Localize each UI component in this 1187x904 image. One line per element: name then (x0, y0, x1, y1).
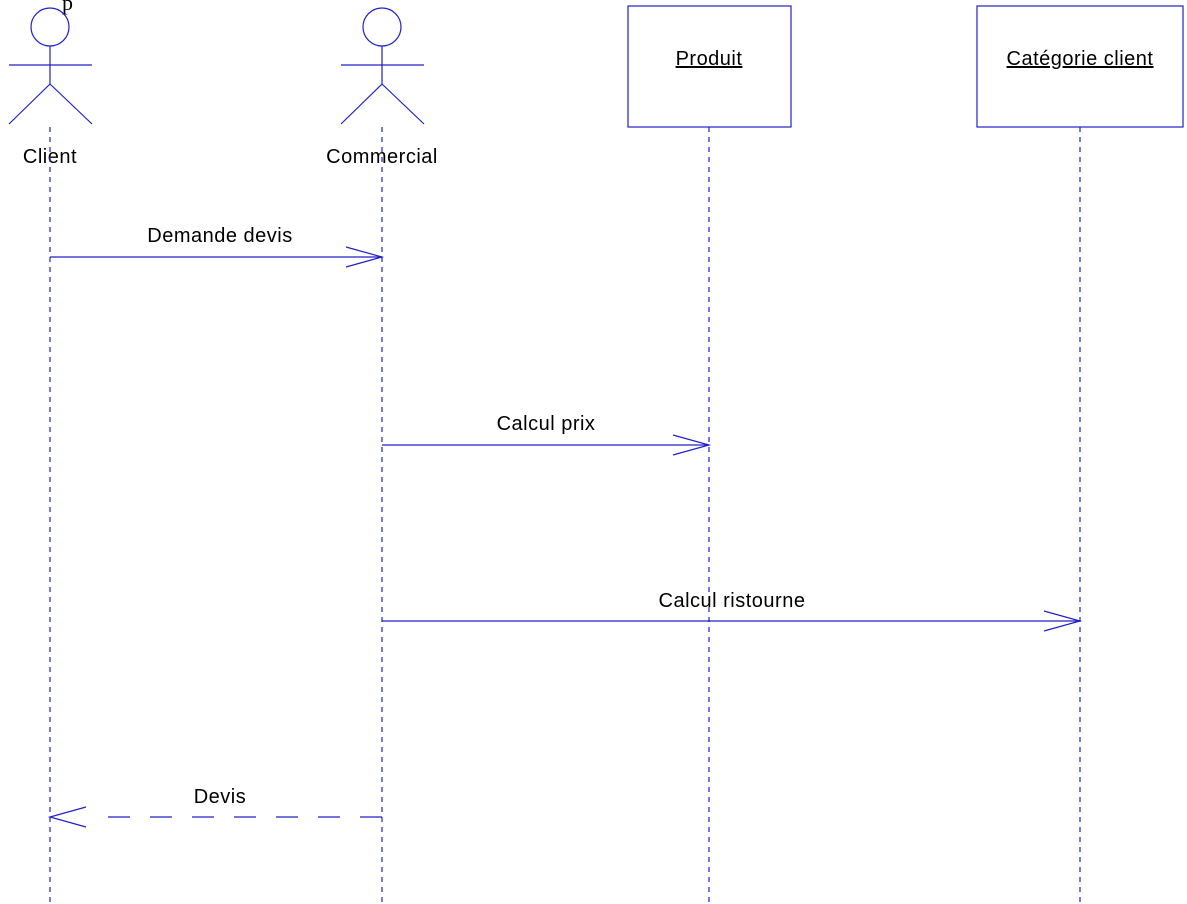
actor-head-icon (30, 7, 70, 47)
arrowhead-open-icon (345, 246, 385, 268)
object-box-categorie-client (976, 5, 1184, 128)
message-label: Demande devis (147, 225, 292, 247)
actor-right-leg (381, 83, 425, 125)
actor-client: Client (8, 7, 93, 168)
message-label: Calcul ristourne (659, 590, 806, 612)
arrowhead-open-icon (672, 434, 712, 456)
message-label: Devis (194, 786, 247, 808)
clipped-text-fragment: p (62, 0, 74, 15)
actor-right-leg (49, 83, 93, 125)
object-label-produit: Produit (676, 48, 743, 70)
actor-left-leg (8, 83, 51, 125)
object-categorie-client: Catégorie client (976, 5, 1184, 128)
object-label-categorie-client: Catégorie client (1007, 48, 1154, 70)
actor-left-leg (340, 83, 383, 125)
message-devis-return: Devis (47, 786, 382, 828)
arrowhead-open-icon (47, 806, 87, 828)
message-calcul-ristourne: Calcul ristourne (382, 590, 1083, 632)
object-produit: Produit (627, 5, 792, 128)
actor-commercial: Commercial (326, 7, 437, 168)
actor-head-icon (362, 7, 402, 47)
message-demande-devis: Demande devis (50, 225, 385, 268)
object-box-produit (627, 5, 792, 128)
message-calcul-prix: Calcul prix (382, 413, 712, 456)
arrowhead-open-icon (1043, 610, 1083, 632)
message-label: Calcul prix (497, 413, 596, 435)
